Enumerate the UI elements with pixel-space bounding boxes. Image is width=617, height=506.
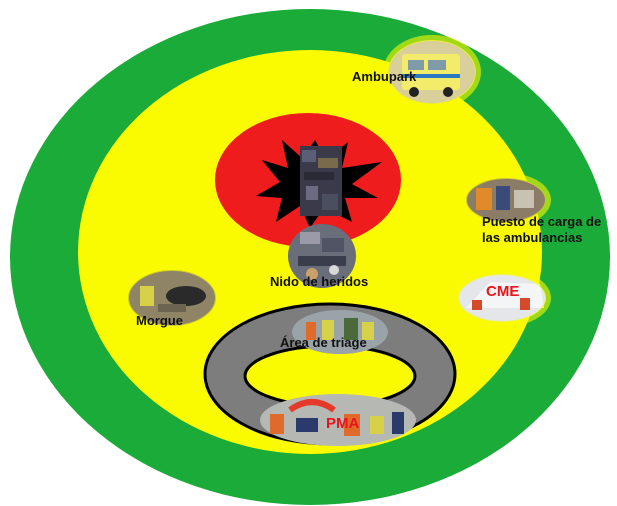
triage-photo <box>292 310 388 354</box>
label-pma: PMA <box>326 415 360 432</box>
label-loading-line2: las ambulancias <box>482 230 583 245</box>
label-wounded-nest: Nido de heridos <box>270 274 369 289</box>
label-loading-line1: Puesto de carga de <box>482 214 602 229</box>
loading-post-detail <box>476 186 534 210</box>
wounded-nest-detail <box>298 232 346 280</box>
photo-vignette <box>461 173 551 227</box>
ambulance-icon <box>402 54 460 97</box>
morgue-detail <box>140 286 206 312</box>
photo-vignette <box>123 265 221 331</box>
label-loading-post: Puesto de carga de las ambulancias <box>482 214 616 246</box>
triage-detail <box>306 318 374 340</box>
label-triage-area: Área de triage <box>280 335 367 350</box>
label-morgue: Morgue <box>136 313 183 328</box>
label-cme: CME <box>486 283 520 300</box>
label-ambupark: Ambupark <box>352 69 417 84</box>
photo-vignette <box>383 35 481 109</box>
victims-photo-detail <box>302 150 338 210</box>
cme-tent-detail <box>466 282 544 310</box>
pma-detail <box>270 399 404 436</box>
photo-vignette <box>453 269 551 327</box>
